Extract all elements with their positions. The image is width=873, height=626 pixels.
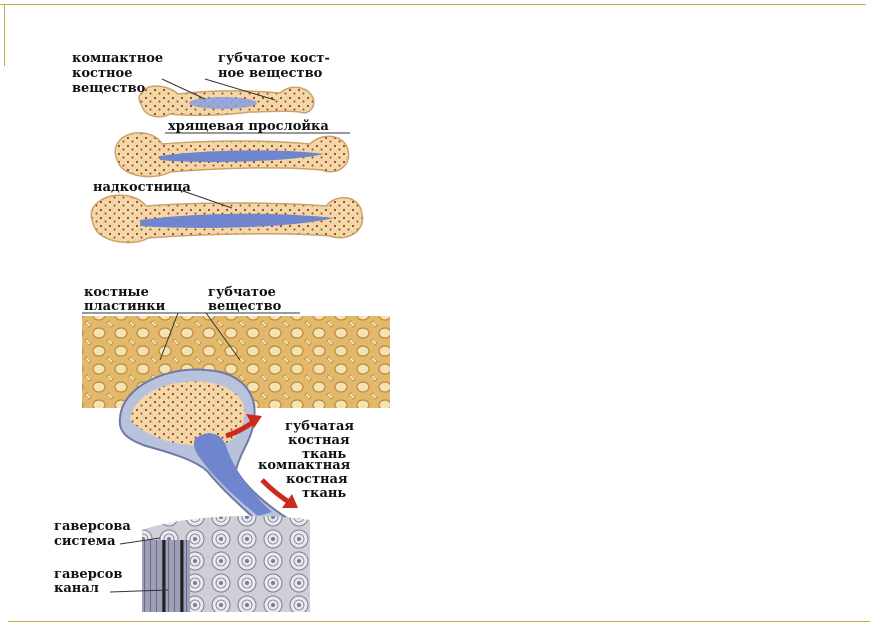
bone-stage-2 <box>114 132 350 178</box>
label-spongy-tissue-1: губчатая <box>285 419 354 434</box>
label-compact-tissue-1: компактная <box>258 458 351 473</box>
label-haversian-system-1: гаверсова <box>54 519 131 534</box>
leader-haversian-canal <box>109 589 169 593</box>
slide-frame-left <box>4 4 5 66</box>
label-spongy-2: ное вещество <box>218 66 323 81</box>
leader-compact <box>161 78 206 100</box>
femur-cross-section <box>118 368 293 530</box>
leader-periosteum <box>179 189 233 209</box>
label-periosteum: надкостница <box>93 180 191 195</box>
leader-haversian-system <box>119 537 161 545</box>
label-spongy2-2: вещество <box>208 299 282 314</box>
label-haversian-canal-2: канал <box>54 581 99 596</box>
label-plates-2: пластинки <box>84 299 166 314</box>
label-cartilage: хрящевая прослойка <box>168 119 329 134</box>
label-spongy-tissue-2: костная <box>288 433 350 448</box>
label-compact-2: костное <box>72 66 133 81</box>
leader-spongy <box>204 78 276 101</box>
label-compact-3: вещество <box>72 81 146 96</box>
bone-stage-1 <box>138 85 315 118</box>
slide-frame-top <box>0 4 866 5</box>
label-compact-tissue-2: костная <box>286 472 348 487</box>
haversian-block <box>142 515 310 612</box>
label-spongy-tissue-3: ткань <box>302 447 346 462</box>
slide-frame-bottom <box>8 621 870 622</box>
label-spongy-1: губчатое кост- <box>218 51 330 66</box>
label-plates-1: костные <box>84 285 149 300</box>
label-spongy2-1: губчатое <box>208 285 276 300</box>
label-haversian-system-2: система <box>54 534 116 549</box>
label-compact-tissue-3: ткань <box>302 486 346 501</box>
label-compact-1: компактное <box>72 51 163 66</box>
bone-stage-3 <box>90 194 364 244</box>
label-haversian-canal-1: гаверсов <box>54 567 122 582</box>
